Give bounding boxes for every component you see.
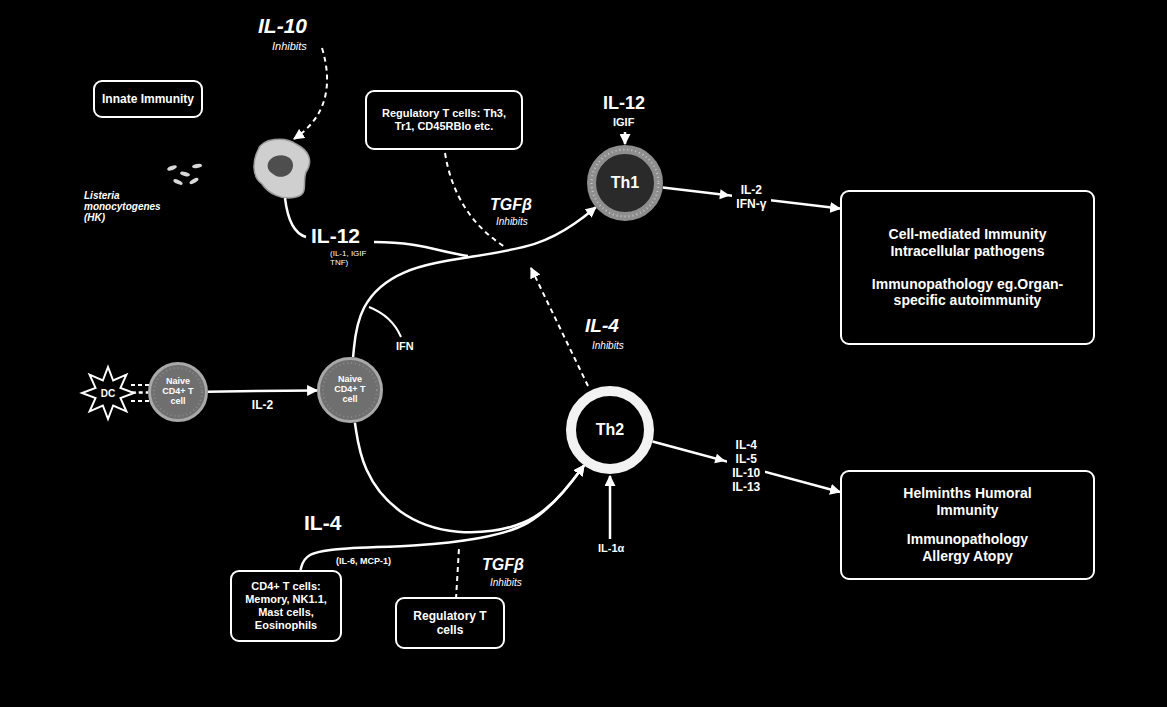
cytokine-note: IGIF: [613, 116, 634, 128]
naive-t-cell: Naive CD4+ T cell: [148, 362, 208, 422]
cytokine-label: TGFβ: [490, 196, 532, 214]
bacterium: [167, 164, 178, 171]
node-text: DC: [101, 388, 115, 399]
source-cells-box: CD4+ T cells: Memory, NK1.1, Mast cells,…: [230, 570, 342, 642]
naive-t-cell: Naive CD4+ T cell: [317, 357, 383, 423]
cytokine-note: (IL-6, MCP-1): [336, 557, 391, 567]
innate-immunity-box: Innate Immunity: [93, 80, 203, 118]
node-text: Th1: [611, 174, 639, 192]
bacterium: [189, 177, 200, 185]
cytokine-note: (IL-1, IGIF TNF): [330, 250, 378, 268]
outcome-box: Cell-mediated Immunity Intracellular pat…: [840, 190, 1095, 345]
inhibition-arrow: [531, 268, 588, 386]
connector: [301, 465, 584, 570]
cytokine-label: IL-10: [258, 14, 307, 37]
bacterium: [192, 163, 203, 169]
cell-body: [319, 359, 382, 422]
edge-label: IL-2: [247, 398, 278, 414]
edge-label: IL-4 IL-5 IL-10 IL-13: [727, 438, 765, 495]
macrophage: [254, 139, 310, 198]
node-text: Cell-mediated Immunity Intracellular pat…: [848, 226, 1087, 260]
node-text: Immunopathology Allergy Atopy: [893, 531, 1043, 565]
connector: [353, 207, 596, 357]
cytokine-label: IL-12: [311, 224, 360, 247]
cytokine-label: IFN: [396, 340, 414, 352]
cytokine-line: [374, 242, 468, 256]
node-text: Innate Immunity: [102, 92, 194, 106]
bacterium: [173, 178, 184, 186]
arrowhead: [719, 189, 730, 199]
cytokine-arrow: [609, 476, 612, 539]
node-text: Th2: [596, 421, 624, 439]
contact-dash: [131, 384, 150, 386]
node-text: Helminths Humoral Immunity: [893, 485, 1043, 519]
node-text: Immunopathology eg.Organ-specific autoim…: [848, 276, 1087, 310]
cell-texture: [323, 363, 377, 417]
effect-label: Inhibits: [592, 340, 624, 351]
inhibition-line: [456, 548, 459, 599]
contact-dash: [131, 400, 150, 402]
node-text: Regulatory T cells: [403, 609, 497, 638]
regulatory-box: Regulatory T cells: [395, 597, 505, 649]
cytokine-label: IL-4: [304, 511, 341, 534]
regulatory-box: Regulatory T cells: Th3, Tr1, CD45RBlo e…: [365, 90, 523, 150]
cell-ring: [571, 391, 649, 469]
cell-texture: [154, 368, 202, 416]
connector: [355, 423, 584, 533]
node-text: CD4+ T cells: Memory, NK1.1, Mast cells,…: [238, 580, 334, 633]
cell-texture: [592, 150, 659, 217]
th2-cell: Th2: [566, 386, 654, 474]
cell-ring: [592, 150, 659, 217]
edge-label: IL-2 IFN-γ: [732, 183, 771, 213]
pathogen-label: Listeria monocytogenes (HK): [84, 190, 164, 223]
bacterium: [180, 171, 191, 177]
cell-body: [150, 364, 207, 421]
node-text: Naive CD4+ T cell: [326, 375, 374, 405]
node-text: Naive CD4+ T cell: [156, 377, 200, 407]
outcome-box: Helminths Humoral ImmunityImmunopatholog…: [840, 470, 1095, 580]
macrophage-nucleus: [268, 155, 293, 177]
dendritic-cell: DC: [81, 366, 135, 420]
cytokine-label: IL-12: [603, 94, 645, 114]
inhibition-arrow: [294, 48, 327, 139]
node-text: Regulatory T cells: Th3, Tr1, CD45RBlo e…: [373, 107, 515, 133]
effect-label: Inhibits: [490, 577, 522, 588]
leader-line: [369, 307, 401, 337]
arrowhead: [714, 454, 725, 464]
star-outline: [82, 367, 134, 419]
cytokine-arrow: [624, 132, 627, 144]
cytokine-label: IL-4: [585, 316, 619, 337]
cytokine-label: IL-1α: [598, 542, 624, 554]
effect-label: Inhibits: [272, 40, 307, 52]
th1-cell: Th1: [587, 145, 663, 221]
cytokine-label: TGFβ: [482, 556, 524, 574]
connector: [208, 390, 317, 391]
cytokine-line: [285, 198, 306, 237]
effect-label: Inhibits: [496, 216, 528, 227]
